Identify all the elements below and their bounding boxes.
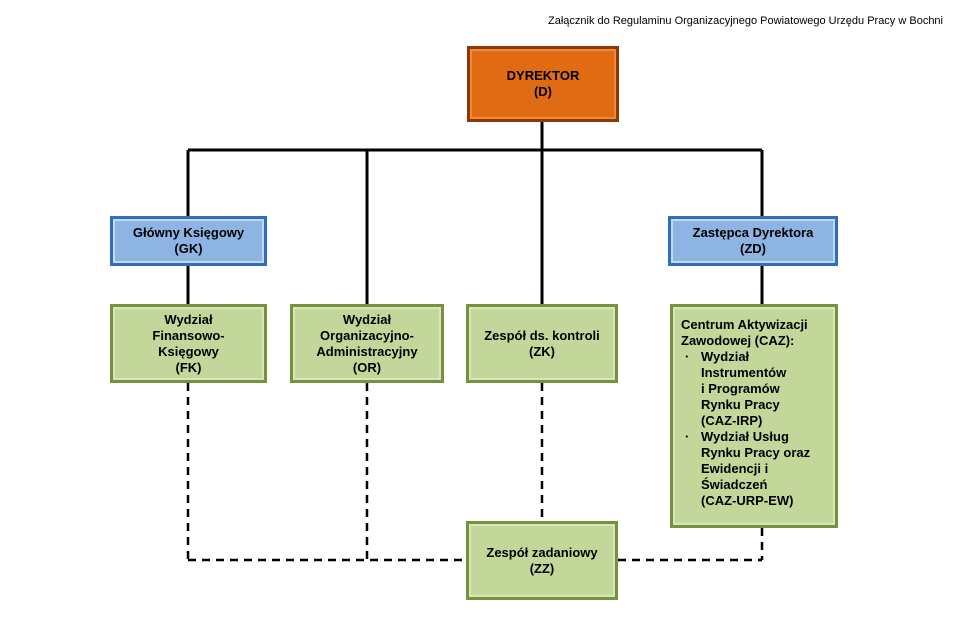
node-zk-name: Zespół ds. kontroli: [484, 327, 600, 343]
node-caz-item: Wydział Instrumentów i Programów Rynku P…: [681, 349, 810, 429]
node-dyrektor: DYREKTOR (D): [467, 46, 619, 122]
caz-item1-line4: Rynku Pracy: [701, 397, 780, 412]
node-or-line2: Organizacyjno-: [320, 327, 414, 343]
node-caz: Centrum Aktywizacji Zawodowej (CAZ): Wyd…: [670, 304, 838, 528]
node-gk-name: Główny Księgowy: [132, 225, 245, 240]
node-fk-line3: Księgowy: [158, 343, 219, 359]
node-zz-code: (ZZ): [529, 560, 555, 576]
node-gk-code: (GK): [174, 241, 203, 256]
caz-item2-line4: Świadczeń: [701, 477, 768, 492]
document-caption: Załącznik do Regulaminu Organizacyjnego …: [548, 15, 943, 27]
node-or-line1: Wydział: [342, 311, 392, 327]
node-dyrektor-name: DYREKTOR: [506, 68, 580, 83]
node-caz-title1: Centrum Aktywizacji: [681, 317, 808, 332]
node-caz-title2: Zawodowej (CAZ):: [681, 333, 795, 348]
node-zd-code: (ZD): [739, 241, 766, 256]
node-zastepca-dyrektora: Zastępca Dyrektora (ZD): [668, 216, 838, 266]
node-caz-list: Wydział Instrumentów i Programów Rynku P…: [681, 349, 810, 509]
caz-item2-line2: Rynku Pracy oraz: [701, 445, 811, 460]
node-or-code: (OR): [352, 359, 382, 375]
node-zk-code: (ZK): [528, 343, 555, 359]
caz-item2-line1: Wydział Usług: [701, 429, 789, 444]
node-zespol-zadaniowy: Zespół zadaniowy (ZZ): [466, 521, 618, 600]
node-fk-line2: Finansowo-: [152, 327, 225, 343]
node-wydzial-or: Wydział Organizacyjno- Administracyjny (…: [290, 304, 444, 383]
caz-item1-line3: i Programów: [701, 381, 780, 396]
node-or-line3: Administracyjny: [316, 343, 418, 359]
caz-item1-line5: (CAZ-IRP): [701, 413, 763, 428]
caz-item2-line5: (CAZ-URP-EW): [701, 493, 794, 508]
node-glowny-ksiegowy: Główny Księgowy (GK): [110, 216, 267, 266]
node-zz-name: Zespół zadaniowy: [486, 544, 598, 560]
node-caz-item: Wydział Usług Rynku Pracy oraz Ewidencji…: [681, 429, 810, 509]
node-zespol-kontroli: Zespół ds. kontroli (ZK): [466, 304, 618, 383]
node-dyrektor-code: (D): [533, 84, 553, 99]
node-zd-name: Zastępca Dyrektora: [692, 225, 814, 240]
caz-item1-line2: Instrumentów: [701, 365, 787, 380]
node-wydzial-fk: Wydział Finansowo- Księgowy (FK): [110, 304, 267, 383]
caz-item1-line1: Wydział: [701, 349, 750, 364]
node-fk-code: (FK): [175, 359, 202, 375]
node-fk-line1: Wydział: [164, 311, 213, 327]
caz-item2-line3: Ewidencji i: [701, 461, 769, 476]
